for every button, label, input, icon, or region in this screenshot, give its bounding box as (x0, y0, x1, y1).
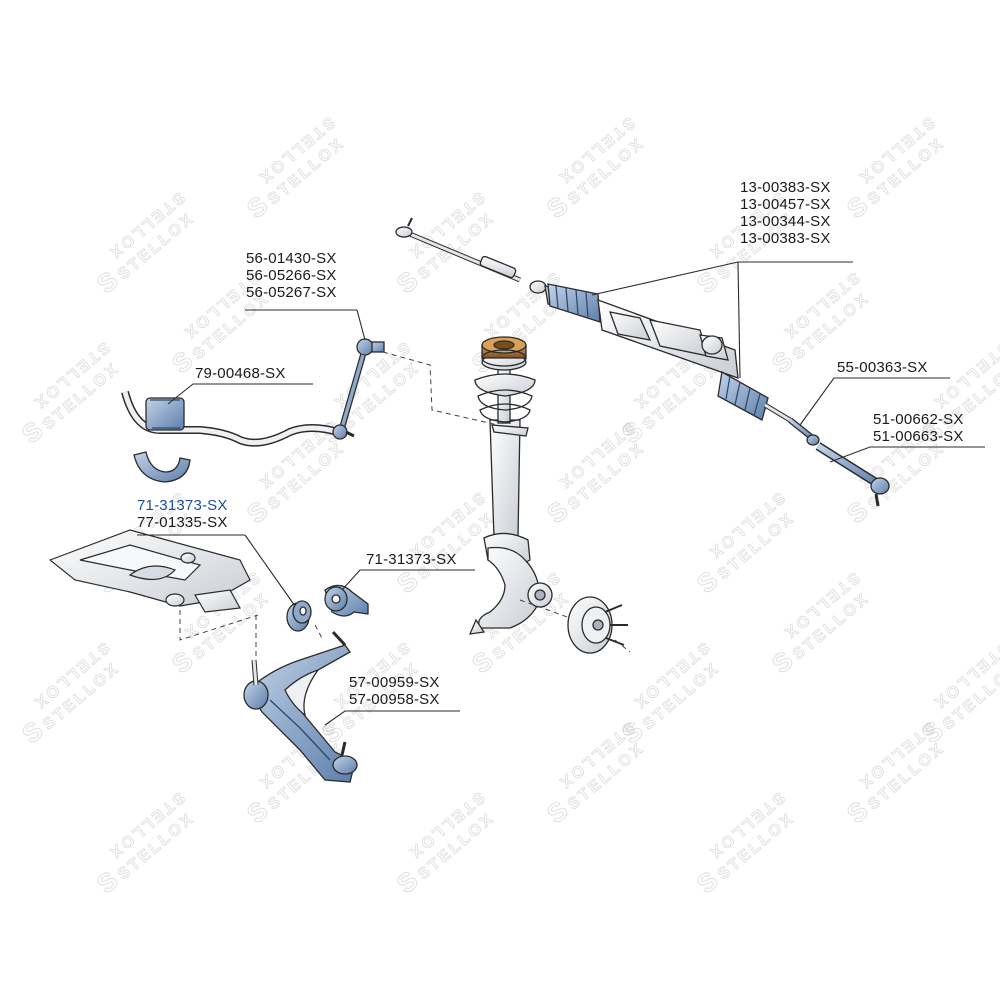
wheel-hub (567, 596, 628, 654)
callout-steering-rack-boots: 13-00383-SX 13-00457-SX 13-00344-SX 13-0… (740, 179, 831, 247)
callout-inner-tie-rod: 55-00363-SX (837, 359, 928, 376)
part-number: 56-01430-SX (246, 250, 337, 267)
subframe (48, 529, 251, 613)
assembly-guides (179, 351, 631, 660)
steering-rack (395, 217, 792, 423)
stabilizer-link (332, 338, 385, 440)
part-number: 71-31373-SX (366, 551, 457, 568)
shock-absorber (474, 336, 536, 567)
part-number: 51-00662-SX (873, 411, 964, 428)
part-number: 13-00344-SX (740, 213, 831, 230)
callout-control-arm-bushing-front: 71-31373-SX 77-01335-SX (137, 497, 228, 531)
part-number: 57-00959-SX (349, 674, 440, 691)
part-number: 57-00958-SX (349, 691, 440, 708)
callout-tie-rod-end: 51-00662-SX 51-00663-SX (873, 411, 964, 445)
rack-boot-left (547, 283, 601, 323)
rack-boot-right (717, 370, 769, 421)
strut-top-mount (481, 336, 527, 371)
control-arm (243, 630, 358, 783)
part-number: 13-00383-SX (740, 230, 831, 247)
part-number: 13-00383-SX (740, 179, 831, 196)
part-number-highlighted[interactable]: 71-31373-SX (137, 497, 228, 514)
callout-control-arm: 57-00959-SX 57-00958-SX (349, 674, 440, 708)
part-number: 56-05266-SX (246, 267, 337, 284)
leader-lines (137, 261, 985, 726)
callout-stabilizer-bushing: 79-00468-SX (195, 365, 286, 382)
part-number: 55-00363-SX (837, 359, 928, 376)
callout-stabilizer-link: 56-01430-SX 56-05266-SX 56-05267-SX (246, 250, 337, 301)
part-number: 13-00457-SX (740, 196, 831, 213)
control-arm-bushing-front (286, 600, 312, 632)
control-arm-bushing-rear (324, 584, 369, 617)
part-number: 51-00663-SX (873, 428, 964, 445)
stabilizer-bushing (133, 397, 191, 483)
tie-rod (788, 417, 890, 507)
part-number: 56-05267-SX (246, 284, 337, 301)
part-number: 77-01335-SX (137, 514, 228, 531)
part-number: 79-00468-SX (195, 365, 286, 382)
callout-control-arm-bushing-rear: 71-31373-SX (366, 551, 457, 568)
